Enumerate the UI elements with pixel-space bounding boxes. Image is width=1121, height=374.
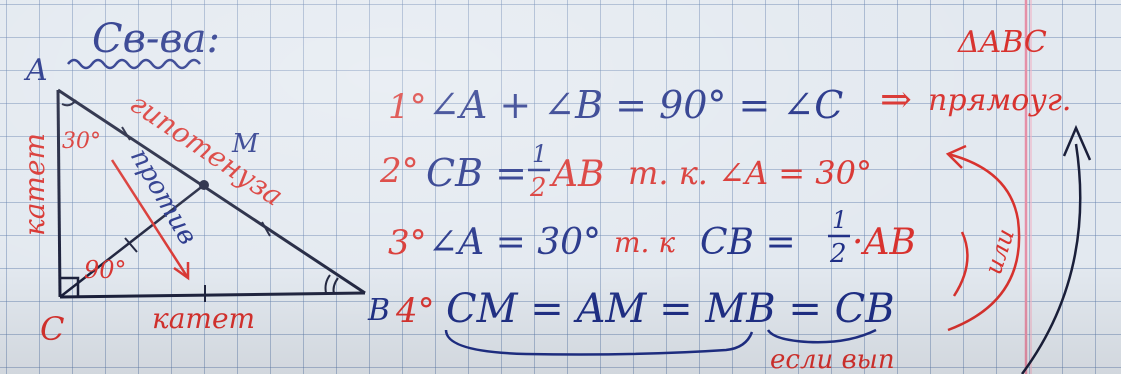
vertex-b-label: B <box>367 293 390 328</box>
property-1-equation: ∠A + ∠B = 90° = ∠C <box>428 83 843 127</box>
point-m <box>199 180 209 190</box>
vertex-c-label: C <box>40 310 64 348</box>
property-2-frac-den: 2 <box>529 173 547 203</box>
tick-cm <box>124 237 138 253</box>
title-underline <box>67 58 201 70</box>
angle-a-arc <box>61 99 77 107</box>
triangle-abc <box>56 88 366 302</box>
angle-b-arc <box>332 277 339 295</box>
property-3-frac-num: 1 <box>832 206 847 234</box>
page-title: Св-ва: <box>92 16 220 62</box>
hypotenuse-ab <box>57 88 366 295</box>
angle-a-value: 30° <box>62 129 101 154</box>
curved-arrow-red-2 <box>952 231 969 297</box>
property-1-number: 1° <box>388 87 427 127</box>
property-4-below: если вып <box>770 345 895 374</box>
property-2-reason: т. к. ∠A = 30° <box>628 154 872 192</box>
property-4-number: 4° <box>395 291 435 331</box>
leg-vertical-label: катет <box>18 133 51 236</box>
property-3-reason: т. к <box>614 226 675 259</box>
property-2-left: CB = <box>426 151 527 195</box>
leg-cb <box>59 291 366 299</box>
property-1-note: прямоуг. <box>928 83 1071 118</box>
property-4-equation: CM = AM = MB = CB <box>446 286 895 332</box>
angle-c-value: 90° <box>84 256 127 284</box>
point-m-label: M <box>231 129 260 159</box>
property-3-left: ∠A = 30° <box>428 222 601 263</box>
leg-horizontal-label: катет <box>152 302 255 335</box>
tick-mb <box>261 221 271 237</box>
opposite-arrow-head <box>173 262 190 281</box>
long-arrow-dark-head <box>1062 124 1092 161</box>
property-3-eq: CB = <box>700 222 796 263</box>
tick-am <box>121 126 131 141</box>
property-2-right: AB <box>549 154 604 195</box>
median-cm <box>59 184 205 298</box>
leg-ac <box>56 89 62 298</box>
property-3-frac-den: 2 <box>829 239 847 269</box>
property-3-right: ·AB <box>852 222 916 263</box>
curved-arrow-red <box>947 152 1021 332</box>
property-2-frac-num: 1 <box>532 140 547 168</box>
long-arrow-dark <box>1020 143 1082 374</box>
property-1-note-top: ΔABC <box>957 25 1047 60</box>
curved-arrow-red-head <box>945 144 967 169</box>
property-1-arrow: ⇒ <box>880 77 912 121</box>
opposite-arrow <box>110 159 190 279</box>
property-4-underbrace-1 <box>444 329 754 356</box>
angle-b-arc-2 <box>324 274 331 294</box>
property-3-number: 3° <box>388 223 427 263</box>
right-angle-mark <box>60 276 80 297</box>
vertex-a-label: A <box>23 53 48 88</box>
property-2-number: 2° <box>379 151 419 191</box>
property-4-underbrace-2 <box>766 328 877 344</box>
